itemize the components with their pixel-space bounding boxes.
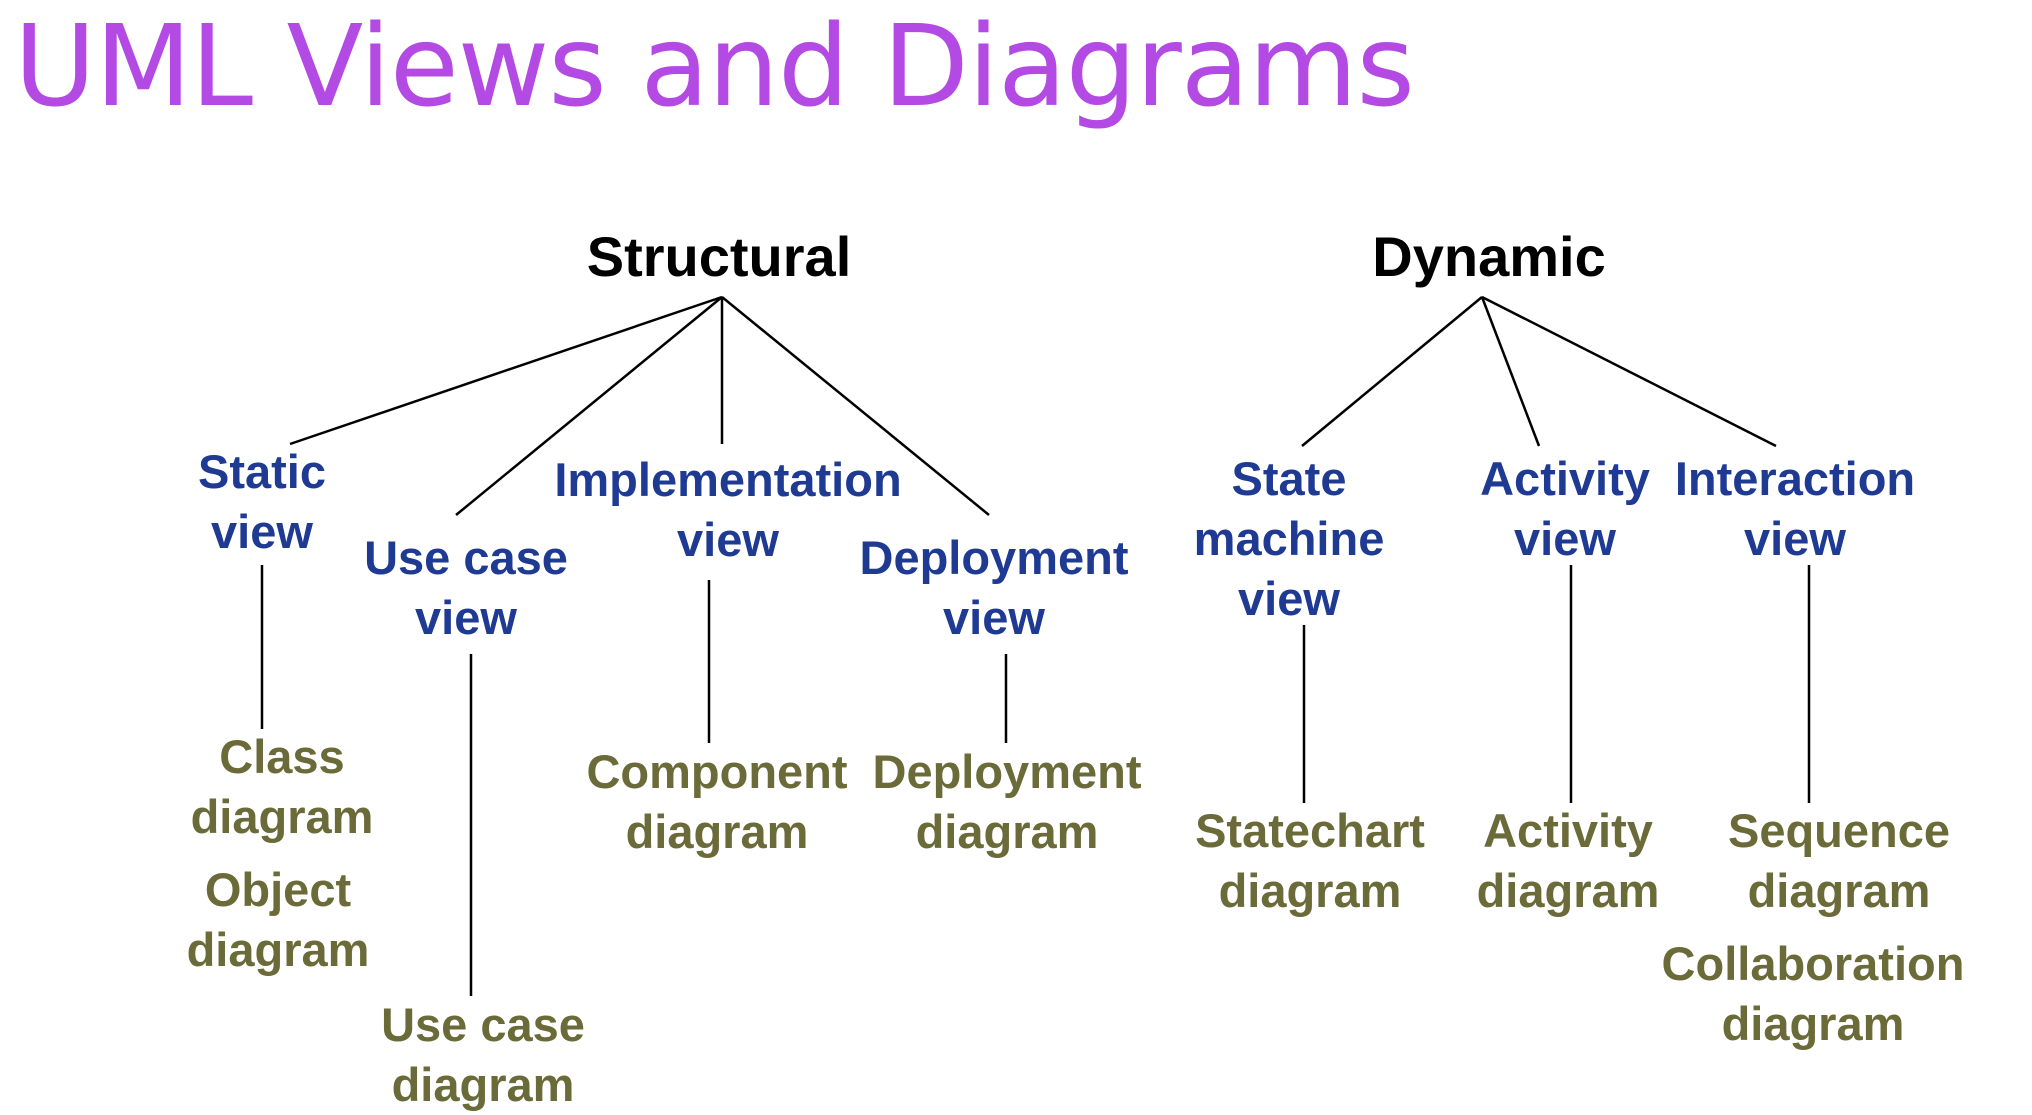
diagram-statechart: Statechart diagram: [1195, 804, 1425, 917]
diagram-use-case: Use case diagram: [381, 998, 585, 1111]
edge-structural-static: [289, 295, 723, 446]
edge-dynamic-activity: [1480, 296, 1541, 447]
diagram-class: Class diagram: [190, 730, 374, 843]
diagram-collaboration: Collaboration diagram: [1661, 937, 1965, 1050]
view-implementation: Implementation view: [554, 453, 902, 566]
view-interaction: Interaction view: [1674, 452, 1916, 565]
edge-dynamic-statemachine: [1301, 296, 1483, 447]
diagram-activity: Activity diagram: [1476, 804, 1660, 917]
page-title: UML Views and Diagrams: [14, 2, 1415, 132]
view-state-machine: State machine view: [1193, 452, 1385, 625]
edge-structural-deployment: [721, 296, 990, 516]
diagram-sequence: Sequence diagram: [1727, 804, 1951, 917]
view-activity: Activity view: [1480, 452, 1650, 565]
edge-structural-usecase: [455, 296, 723, 516]
view-static: Static view: [198, 445, 326, 558]
diagram-deployment: Deployment diagram: [872, 745, 1142, 858]
root-dynamic: Dynamic: [1372, 225, 1606, 288]
view-use-case: Use case view: [364, 531, 568, 644]
edge-dynamic-interaction: [1481, 295, 1777, 448]
view-deployment: Deployment view: [859, 531, 1129, 644]
diagram-component: Component diagram: [586, 745, 848, 858]
root-structural: Structural: [586, 225, 852, 288]
diagram-object: Object diagram: [186, 863, 370, 976]
